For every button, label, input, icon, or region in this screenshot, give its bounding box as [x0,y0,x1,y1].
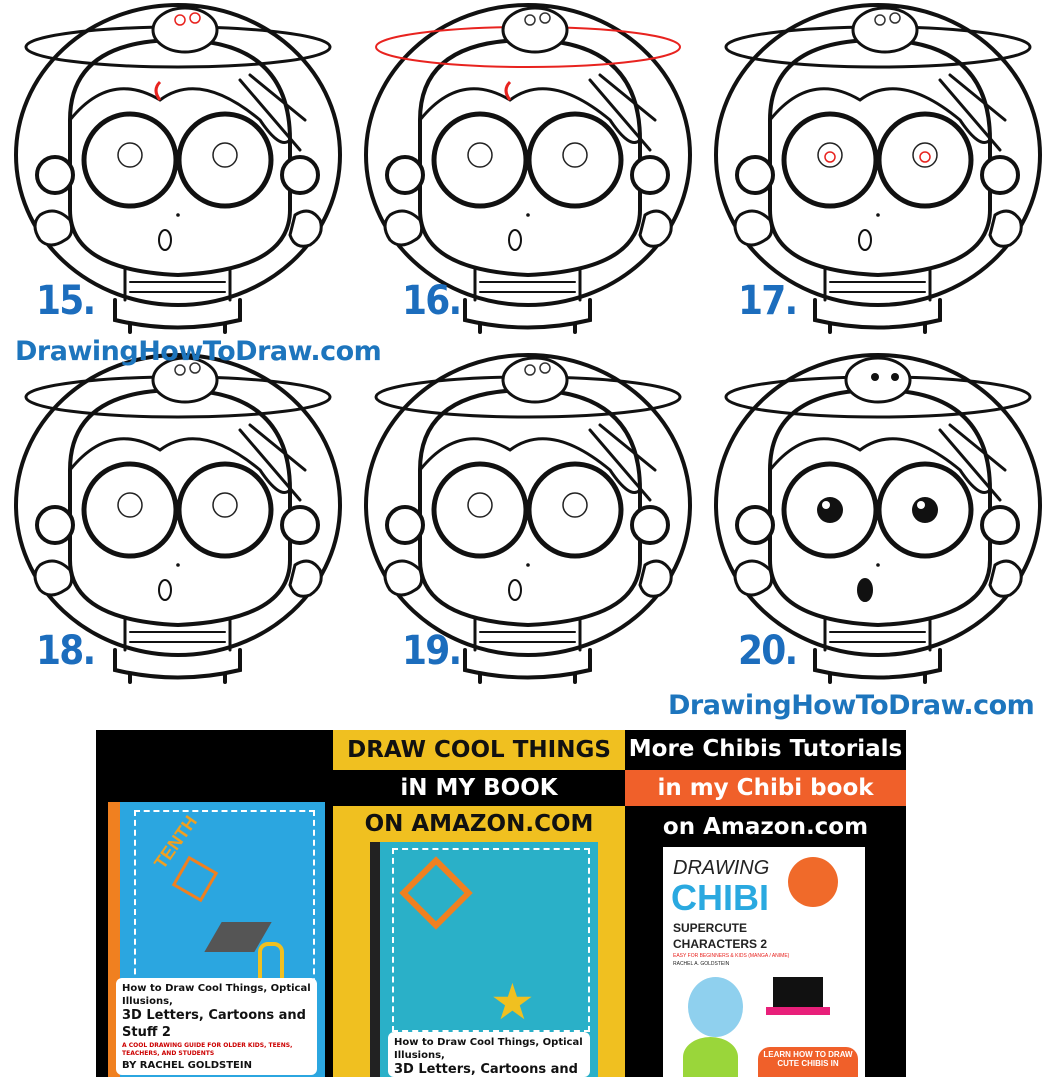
book1-subtitle: A COOL DRAWING GUIDE FOR OLDER KIDS, TEE… [122,1041,293,1057]
step-number: 18. [36,628,96,674]
ad-right-line1: More Chibis Tutorials [628,736,903,762]
book3-supercute: SUPERCUTE [673,921,748,935]
watermark-top: DrawingHowToDraw.com [15,336,382,367]
step-number: 16. [402,278,462,324]
ad-right-line2: in my Chibi book [625,770,906,806]
book3-author: RACHEL A. GOLDSTEIN [673,961,730,967]
step-panel: 16. [350,0,700,345]
book-cover-cool-things-2[interactable]: TENTH How to Draw Cool Things, Optical I… [108,802,325,1077]
book1-title-box: How to Draw Cool Things, Optical Illusio… [116,978,317,1075]
book1-author: BY RACHEL GOLDSTEIN [122,1060,252,1072]
book3-cta: LEARN HOW TO DRAW CUTE CHIBIS IN [758,1047,858,1077]
chibi-fishbowl-drawing [14,3,342,334]
ad-middle-line1: DRAW COOL THINGS [347,737,611,763]
book-cover-cool-things[interactable]: ★ How to Draw Cool Things, Optical Illus… [370,842,598,1077]
cover-art [392,848,590,1032]
step-panel: 17. [700,0,1050,345]
book1-title-top: How to Draw Cool Things, Optical Illusio… [122,983,311,1007]
book3-characters: CHARACTERS 2 [673,937,768,951]
step-panel: 15. [0,0,350,345]
chibi-fishbowl-drawing [364,353,692,684]
book3-drawing: DRAWING [673,857,770,879]
ad-right-line3: on Amazon.com [662,814,869,840]
step-number: 17. [738,278,798,324]
book-ad-banner[interactable]: TENTH How to Draw Cool Things, Optical I… [96,730,906,1077]
book3-tagline: EASY FOR BEGINNERS & KIDS (MANGA / ANIME… [673,953,790,959]
book2-title-top: How to Draw Cool Things, Optical Illusio… [394,1037,583,1061]
ad-middle-line3: ON AMAZON.COM [364,811,594,837]
book-cover-drawing-chibi[interactable]: DRAWING CHIBI SUPERCUTE CHARACTERS 2 EAS… [663,847,865,1077]
step-panel: 19. [350,350,700,695]
step-number: 15. [36,278,96,324]
book1-title-main: 3D Letters, Cartoons and Stuff 2 [122,1008,306,1040]
ad-middle-line2: iN MY BOOK [333,770,625,806]
step-panel: 20. [700,350,1050,695]
chibi-fishbowl-drawing [714,353,1042,684]
book2-title-main: 3D Letters, Cartoons and Stuff [394,1062,578,1077]
book3-chibi: CHIBI [671,877,769,918]
chibi-fishbowl-drawing [364,3,692,334]
step-panel: 18. [0,350,350,695]
chibi-fishbowl-drawing [714,3,1042,334]
chibi-fishbowl-drawing [14,353,342,684]
step-number: 19. [402,628,462,674]
step-number: 20. [738,628,798,674]
watermark-bottom: DrawingHowToDraw.com [668,690,1035,721]
book2-title-box: How to Draw Cool Things, Optical Illusio… [388,1032,590,1077]
